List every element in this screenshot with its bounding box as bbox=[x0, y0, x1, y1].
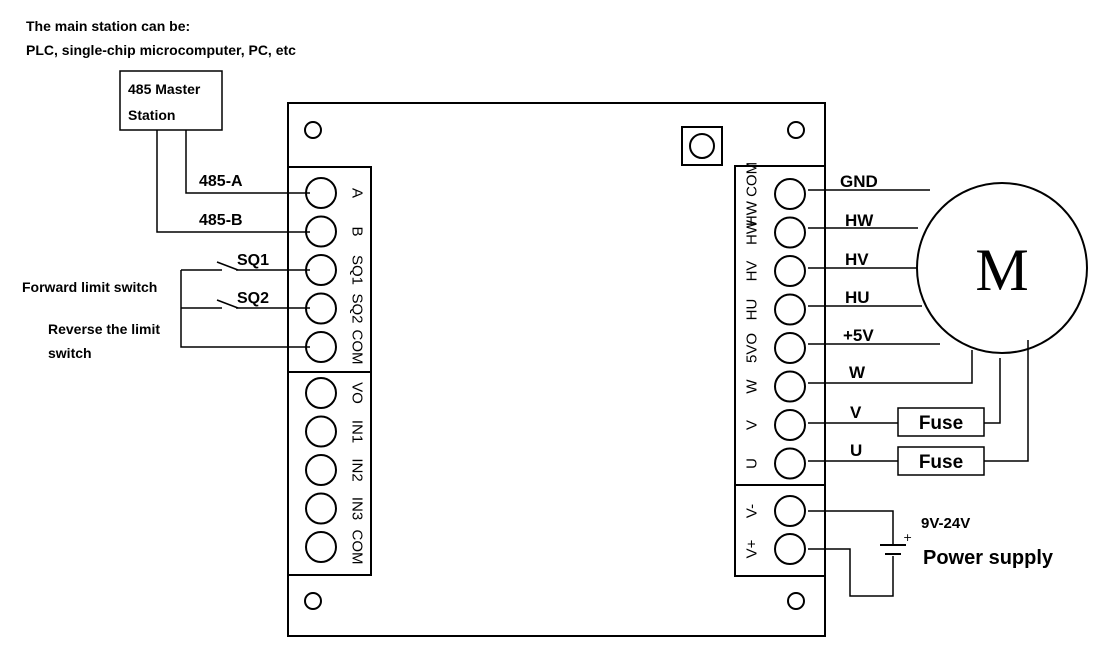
left-terminal-label: VO bbox=[349, 382, 366, 404]
left-terminal-screw bbox=[305, 454, 337, 486]
left-terminal-block-bottom bbox=[287, 371, 372, 576]
left-terminal-label: COM bbox=[349, 330, 366, 365]
mounting-hole-bottom-right bbox=[787, 592, 805, 610]
right-terminal-label: V+ bbox=[744, 539, 761, 558]
right-terminal-label: U bbox=[744, 458, 761, 469]
left-terminal-label: COM bbox=[349, 530, 366, 565]
right-terminal-label: HW COM bbox=[744, 162, 761, 226]
motor-label: M bbox=[975, 237, 1028, 303]
right-terminal-block-bottom bbox=[734, 484, 826, 577]
label-reverse-limit-2: switch bbox=[48, 345, 92, 361]
label-forward-limit: Forward limit switch bbox=[22, 279, 157, 295]
right-terminal-screw bbox=[774, 370, 806, 403]
potentiometer-knob bbox=[689, 133, 715, 159]
left-terminal-label: SQ2 bbox=[349, 293, 366, 323]
left-terminal-screw bbox=[305, 177, 337, 209]
power-wires bbox=[808, 510, 906, 597]
right-terminal-label: HV bbox=[744, 261, 761, 282]
right-terminal-label: W bbox=[744, 379, 761, 394]
right-terminal-screw bbox=[774, 447, 806, 480]
left-terminal-screw bbox=[305, 377, 337, 409]
right-terminal-label: V- bbox=[744, 504, 761, 518]
mounting-hole-bottom-left bbox=[304, 592, 322, 610]
right-terminal-screw bbox=[774, 178, 806, 210]
left-terminal-screw bbox=[305, 492, 337, 525]
left-terminal-label: IN3 bbox=[349, 497, 366, 520]
power-supply-label: Power supply bbox=[923, 547, 1054, 569]
header-line-1: The main station can be: bbox=[26, 18, 190, 34]
limit-switch-sq1 bbox=[181, 261, 310, 271]
wire-label-hw: HW bbox=[845, 211, 874, 230]
motor-wires bbox=[808, 189, 1029, 462]
mounting-hole-top-left bbox=[304, 121, 322, 139]
master-station-label-2: Station bbox=[128, 107, 175, 123]
power-voltage: 9V-24V bbox=[921, 515, 970, 532]
wire-485-a bbox=[185, 130, 310, 194]
mounting-hole-top-right bbox=[787, 121, 805, 139]
right-terminal-label: HW bbox=[744, 219, 761, 245]
wire-label-485-b: 485-B bbox=[199, 212, 243, 229]
left-terminal-screw bbox=[305, 215, 337, 248]
left-terminal-label: A bbox=[349, 188, 366, 198]
right-terminal-label: 5VO bbox=[744, 333, 761, 363]
wire-label-485-a: 485-A bbox=[199, 173, 243, 190]
label-reverse-limit-1: Reverse the limit bbox=[48, 321, 160, 337]
battery-plus-sign: + bbox=[903, 531, 912, 544]
left-terminal-label: B bbox=[349, 226, 366, 236]
left-terminal-label: IN1 bbox=[349, 420, 366, 443]
fuse-v-label: Fuse bbox=[919, 413, 963, 434]
right-terminal-screw bbox=[774, 293, 806, 326]
right-terminal-screw bbox=[774, 332, 806, 364]
left-terminal-label: SQ1 bbox=[349, 255, 366, 285]
wire-label-v: V bbox=[850, 403, 862, 422]
wire-label-5v: +5V bbox=[843, 326, 874, 345]
master-station-box bbox=[119, 70, 223, 131]
wire-485-b bbox=[156, 130, 310, 233]
fuse-u-label: Fuse bbox=[919, 452, 963, 473]
limit-switch-sq2 bbox=[181, 299, 310, 309]
right-terminal-screw bbox=[774, 495, 806, 527]
right-terminal-screw bbox=[774, 533, 806, 565]
right-terminal-screw bbox=[774, 216, 806, 249]
master-station-label-1: 485 Master bbox=[128, 81, 201, 97]
right-terminal-screw bbox=[774, 255, 806, 287]
left-terminal-screw bbox=[305, 331, 337, 363]
left-terminal-screw bbox=[305, 292, 337, 325]
left-terminal-label: IN2 bbox=[349, 458, 366, 481]
fuse-v bbox=[897, 407, 985, 437]
left-terminal-screw bbox=[305, 415, 337, 448]
wire-switch-common bbox=[180, 270, 310, 348]
right-terminal-label: HU bbox=[744, 299, 761, 321]
header-line-2: PLC, single-chip microcomputer, PC, etc bbox=[26, 42, 296, 58]
wire-label-hu: HU bbox=[845, 288, 870, 307]
left-terminal-screw bbox=[305, 254, 337, 286]
right-terminal-screw bbox=[774, 409, 806, 441]
wire-label-gnd: GND bbox=[840, 172, 878, 191]
wire-label-u: U bbox=[850, 441, 862, 460]
potentiometer bbox=[681, 126, 723, 166]
wire-label-sq2: SQ2 bbox=[237, 290, 269, 307]
wire-label-w: W bbox=[849, 363, 866, 382]
fuse-u bbox=[897, 446, 985, 476]
left-terminal-screw bbox=[305, 531, 337, 563]
right-terminal-label: V bbox=[744, 420, 761, 430]
wire-label-hv: HV bbox=[845, 250, 869, 269]
wire-label-sq1: SQ1 bbox=[237, 252, 269, 269]
